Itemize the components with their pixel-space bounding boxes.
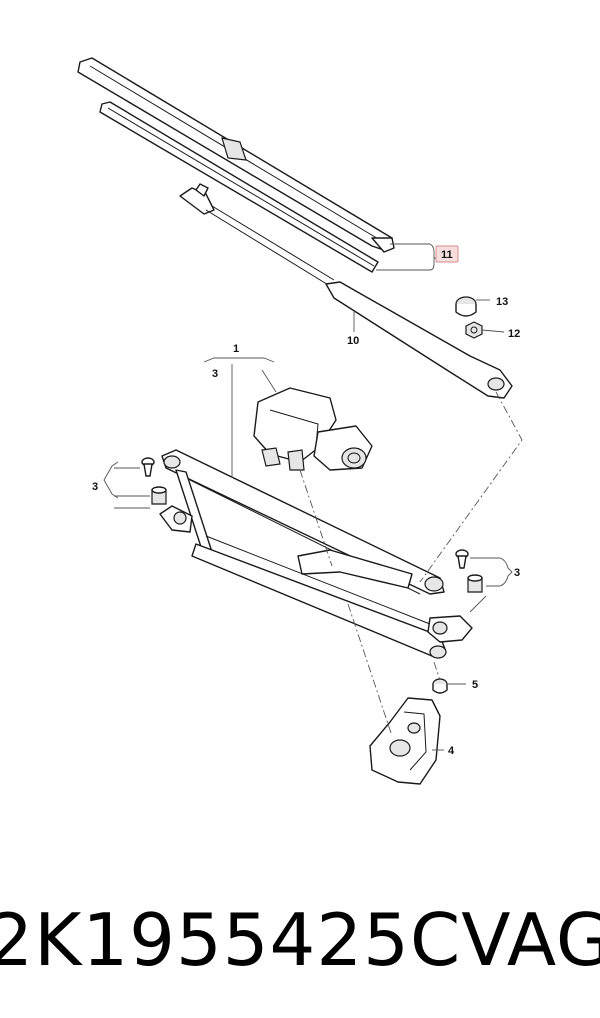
- wiper-motor: [253, 387, 373, 471]
- callout-5: 5: [472, 679, 478, 691]
- brand-name: VAG: [461, 898, 600, 982]
- wiper-blade: [77, 57, 395, 253]
- callout-4: 4: [448, 745, 455, 757]
- wiper-linkage-frame: [159, 449, 473, 659]
- callout-11: 11: [441, 249, 453, 261]
- leader-lines: [103, 243, 513, 751]
- highlight-box-11: [435, 245, 459, 263]
- right-bushing: [467, 574, 483, 593]
- right-bolt: [455, 549, 469, 569]
- cap-part-13: [455, 296, 477, 317]
- callout-3-right: 3: [514, 567, 520, 579]
- left-bushing: [151, 486, 167, 505]
- left-bolt: [141, 457, 155, 477]
- grommet-part-5: [432, 678, 448, 694]
- nut-part-12: [465, 321, 483, 339]
- callout-12: 12: [508, 328, 520, 340]
- callout-3-left: 3: [92, 481, 98, 493]
- exploded-parts-diagram: 11 13 12 10 1 3 3 3 5 4: [77, 57, 523, 785]
- callout-10: 10: [347, 335, 359, 347]
- callout-13: 13: [496, 296, 508, 308]
- callout-3-top: 3: [212, 368, 218, 380]
- wiper-rubber-insert: [99, 101, 379, 273]
- footer-caption: 2K1955425C VAG: [0, 880, 600, 1000]
- wiper-arm: [179, 183, 513, 399]
- assembly-axis-lines: [299, 391, 523, 737]
- bracket-part-4: [369, 697, 441, 785]
- callout-1: 1: [233, 343, 239, 355]
- part-number: 2K1955425C: [0, 898, 462, 982]
